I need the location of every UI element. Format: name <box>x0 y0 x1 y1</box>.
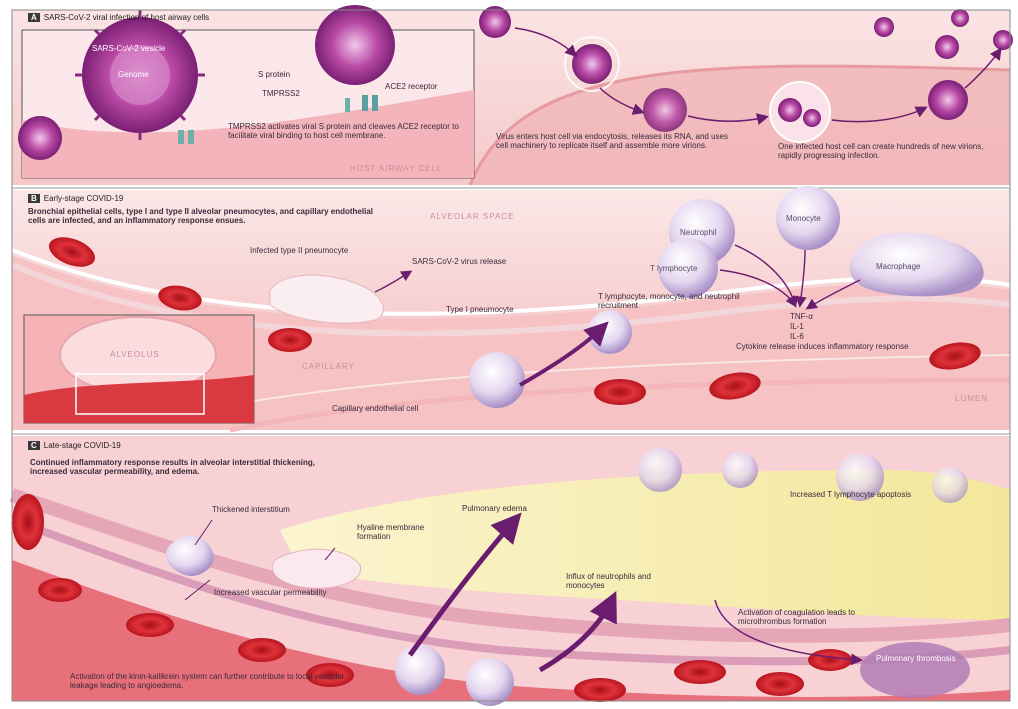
small-virus-icon <box>18 116 62 160</box>
label-neutrophil: Neutrophil <box>680 228 740 237</box>
label-type1: Type I pneumocyte <box>446 305 526 314</box>
label-tmprss2-note: TMPRSS2 activates viral S protein and cl… <box>228 122 463 140</box>
label-infected-type2: Infected type II pneumocyte <box>250 246 380 255</box>
label-il1: IL-1 <box>790 322 830 331</box>
label-c-intro: Continued inflammatory response results … <box>30 458 330 476</box>
label-apoptosis: Increased T lymphocyte apoptosis <box>790 490 930 499</box>
panel-a-title-text: SARS-CoV-2 viral infection of host airwa… <box>44 13 209 22</box>
panel-c-letter: C <box>28 441 40 450</box>
label-alveolar-space: ALVEOLAR SPACE <box>430 212 580 221</box>
label-tmprss2: TMPRSS2 <box>262 89 322 98</box>
panel-c-title: C Late-stage COVID-19 <box>28 441 121 450</box>
label-coag: Activation of coagulation leads to micro… <box>738 608 903 626</box>
label-cytokine: Cytokine release induces inflammatory re… <box>736 342 911 351</box>
label-thrombus: Pulmonary thrombosis <box>876 654 966 663</box>
panel-a-title: A SARS-CoV-2 viral infection of host airw… <box>28 13 209 22</box>
panel-c-title-text: Late-stage COVID-19 <box>44 441 121 450</box>
label-permeability: Increased vascular permeability <box>214 588 344 597</box>
panel-c <box>12 436 1010 706</box>
label-il6: IL-6 <box>790 332 830 341</box>
label-edema: Pulmonary edema <box>462 504 582 513</box>
label-spike: S protein <box>258 70 318 79</box>
label-tnf: TNF-α <box>790 312 830 321</box>
label-hyaline: Hyaline membrane formation <box>357 523 447 541</box>
label-thickened: Thickened interstitium <box>212 505 302 514</box>
alveolus-inset <box>24 315 254 423</box>
label-macrophage: Macrophage <box>876 262 946 271</box>
panel-a-letter: A <box>28 13 40 22</box>
label-entry-note: Virus enters host cell via endocytosis, … <box>496 132 741 150</box>
receptor-virus-icon <box>315 5 395 85</box>
label-host-cell: HOST AIRWAY CELL <box>350 164 470 173</box>
panel-b-title: B Early-stage COVID-19 <box>28 194 123 203</box>
label-virus-release: SARS-CoV-2 virus release <box>412 257 512 266</box>
label-influx: Influx of neutrophils and monocytes <box>566 572 676 590</box>
panel-b-title-text: Early-stage COVID-19 <box>44 194 124 203</box>
label-ace2: ACE2 receptor <box>385 82 445 91</box>
label-b-intro: Bronchial epithelial cells, type I and t… <box>28 207 378 225</box>
label-rna: SARS-CoV-2 vesicle <box>92 44 202 53</box>
label-release-note: One infected host cell can create hundre… <box>778 142 1003 160</box>
label-capillary: CAPILLARY <box>302 362 402 371</box>
panel-b-letter: B <box>28 194 40 203</box>
label-endothelial: Capillary endothelial cell <box>332 404 442 413</box>
label-kinin: Activation of the kinin-kallikrein syste… <box>70 672 345 690</box>
label-recruit: T lymphocyte, monocyte, and neutrophil r… <box>598 292 768 310</box>
label-lumen: LUMEN <box>955 394 1005 403</box>
label-lymphocyte: T lymphocyte <box>650 264 720 273</box>
thrombus-icon <box>860 642 970 698</box>
label-inset-alveolus: ALVEOLUS <box>110 350 190 359</box>
label-genome: Genome <box>118 70 178 79</box>
label-monocyte: Monocyte <box>786 214 846 223</box>
